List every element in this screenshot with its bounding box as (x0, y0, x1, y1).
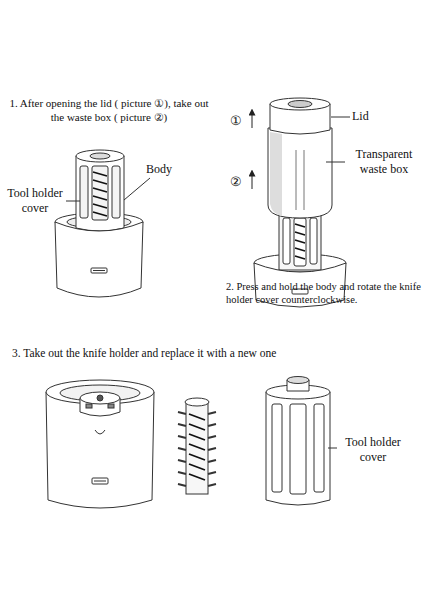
callout-number: ② (230, 174, 250, 190)
leader-line (124, 178, 150, 200)
cover-cap (287, 377, 309, 384)
body-notch (95, 430, 105, 434)
cover-window (290, 404, 306, 494)
holder-teeth (178, 412, 186, 486)
instruction-text: 2. Press and hold the body and rotate th… (226, 280, 422, 306)
blade-spiral (189, 414, 205, 480)
direction-arrow (252, 112, 253, 128)
holder-window (294, 218, 306, 266)
lid-top (270, 98, 330, 110)
cover-window (80, 166, 88, 218)
waste-box-inner (296, 150, 304, 210)
leader-line (328, 448, 337, 449)
tool-holder-cover (76, 156, 124, 231)
lid-cap (288, 101, 312, 108)
knob-top (80, 392, 120, 404)
knife-holder (186, 402, 208, 494)
callout-number: ① (230, 113, 250, 129)
body-rim (46, 380, 154, 404)
cover-top (76, 150, 124, 162)
leader-line (66, 201, 80, 202)
body-slot (94, 481, 106, 482)
part-label: Tool holder cover (4, 186, 66, 216)
leader-line (331, 117, 350, 118)
picture-one (55, 150, 150, 297)
part-label: Tool holder cover (338, 435, 408, 465)
body-slot (93, 270, 105, 271)
tool-holder-cover (266, 392, 330, 505)
picture-two (252, 98, 350, 307)
waste-box-shade (270, 132, 282, 216)
holder-window (310, 218, 317, 264)
body-slot (91, 268, 107, 273)
knob-mark (108, 404, 114, 408)
knob-mark (86, 404, 92, 408)
holder-top (185, 398, 209, 406)
cover-window (272, 404, 282, 492)
direction-arrow (252, 173, 253, 189)
knob-center (97, 395, 103, 401)
blade-spiral (93, 172, 107, 216)
part-label: Transparent waste box (347, 147, 421, 177)
part-label: Lid (352, 109, 392, 124)
instruction-text: 1. After opening the lid ( picture ①), t… (4, 97, 214, 125)
cover-cap (90, 153, 110, 159)
body-front (55, 222, 143, 297)
holder-teeth (208, 412, 216, 486)
holder-window (283, 218, 290, 264)
cover-window (112, 166, 120, 218)
body-slot (92, 478, 108, 484)
blade-spiral (295, 224, 305, 259)
body-side (46, 392, 154, 508)
cover-window (314, 404, 324, 492)
cover-window (92, 166, 108, 220)
picture-three (46, 377, 337, 509)
part-label: Body (146, 162, 186, 177)
leader-line (326, 162, 345, 163)
instruction-text: 3. Take out the knife holder and replace… (12, 346, 372, 360)
waste-box (268, 128, 332, 218)
